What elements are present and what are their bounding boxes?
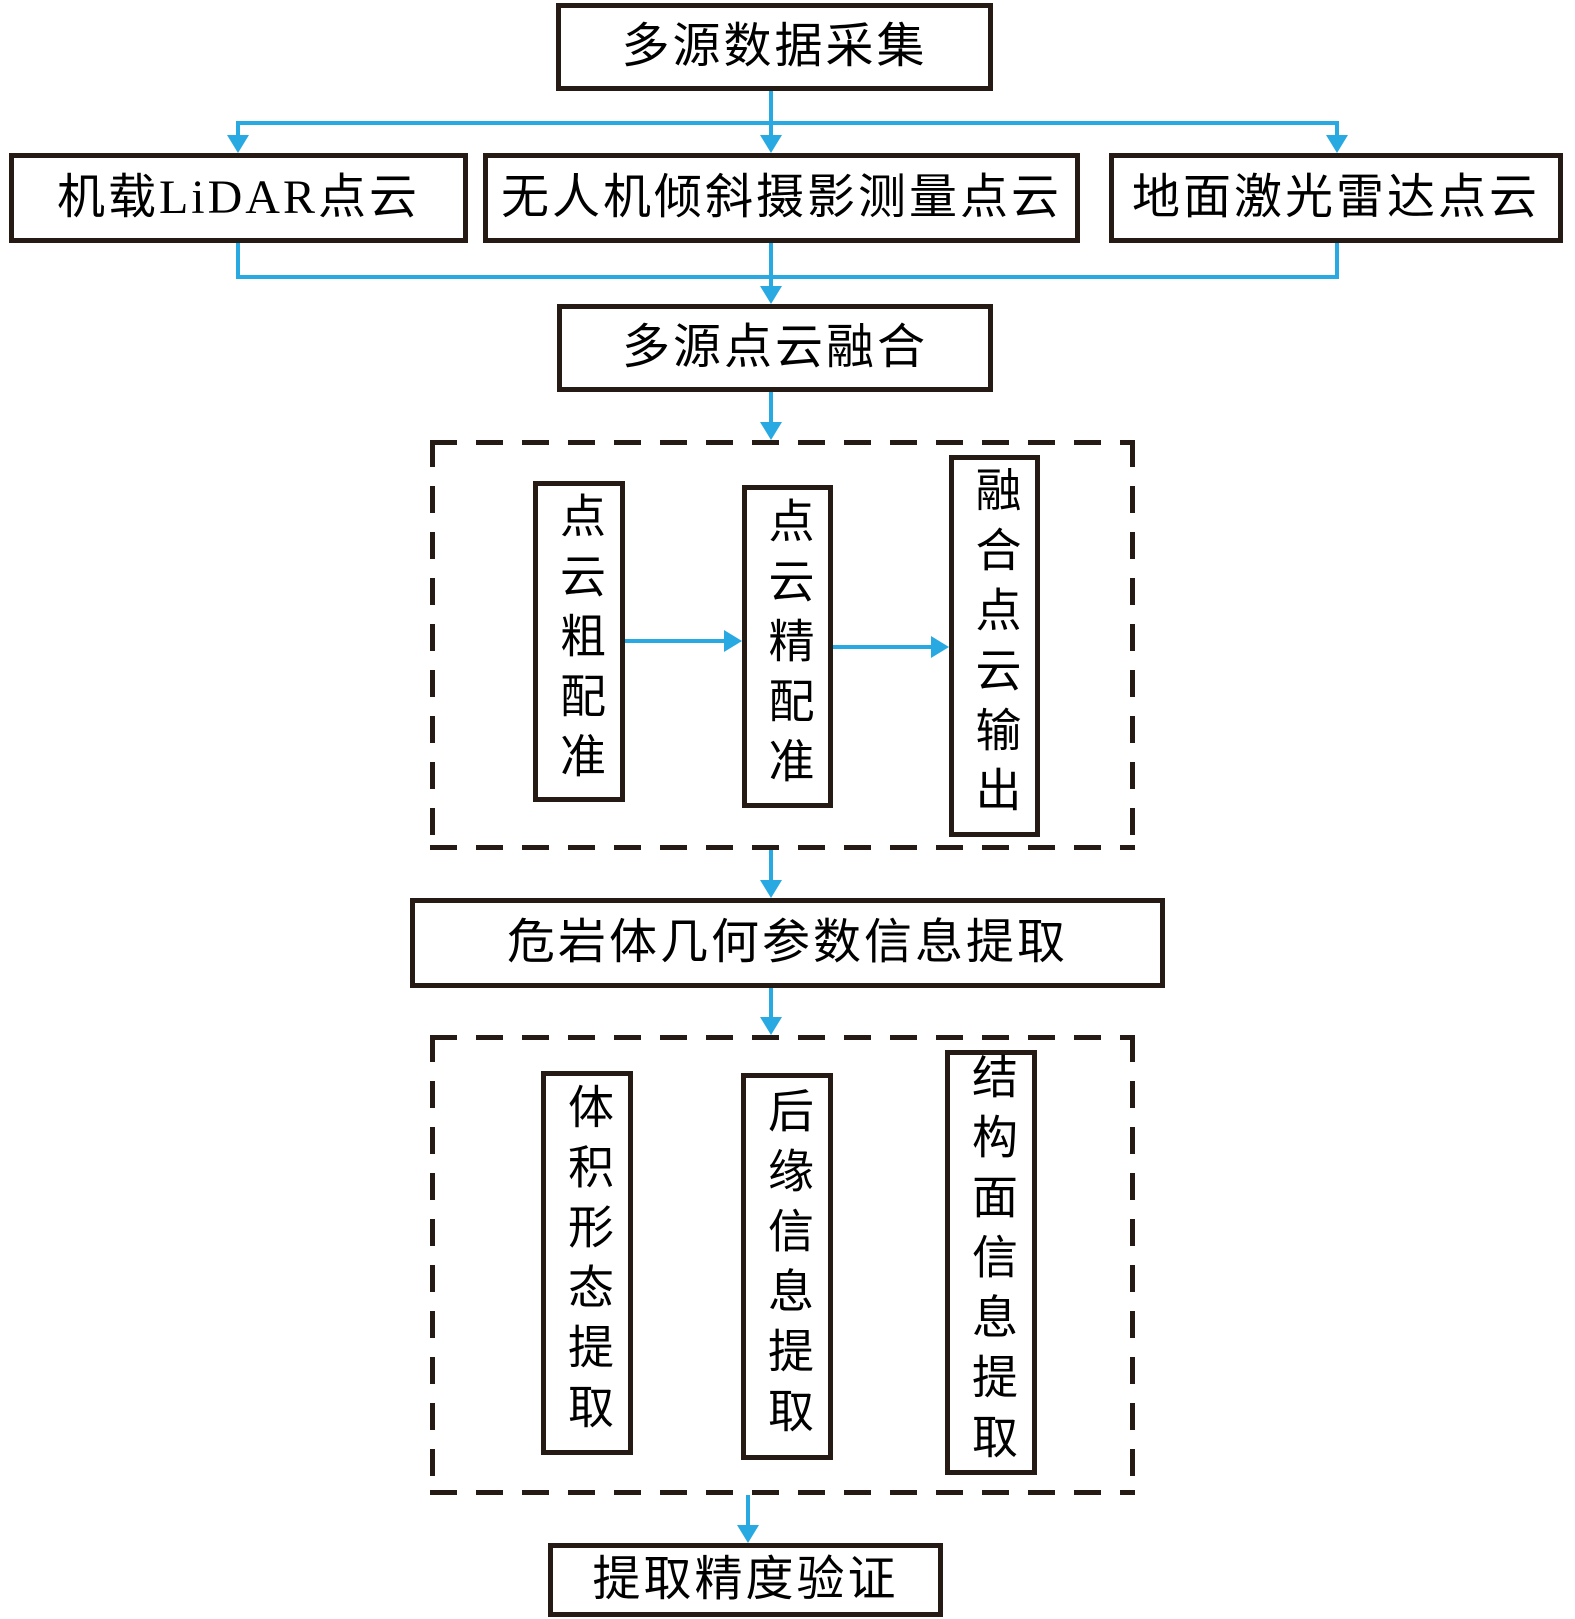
- arrowhead-to-uav-photogrammetry: [760, 135, 782, 153]
- node-geometric-parameter-extraction: 危岩体几何参数信息提取: [410, 898, 1165, 988]
- arrowhead-to-extraction-steps: [760, 1017, 782, 1035]
- node-volume-morphology-extraction: 体积形态提取: [541, 1071, 633, 1455]
- connector-coarse-to-fine: [625, 639, 726, 643]
- node-structural-plane-info-extraction: 结构面信息提取: [945, 1050, 1037, 1475]
- arrowhead-to-validation: [737, 1525, 759, 1543]
- connector-fine-to-output: [833, 645, 933, 649]
- node-fine-registration: 点云精配准: [742, 485, 833, 808]
- node-label: 结构面信息提取: [966, 1052, 1017, 1473]
- arrowhead-to-fusion: [760, 286, 782, 304]
- node-multi-source-data-collection: 多源数据采集: [556, 3, 993, 91]
- node-label: 提取精度验证: [592, 1553, 899, 1606]
- node-label: 融合点云输出: [969, 466, 1021, 826]
- node-label: 点云精配准: [762, 496, 814, 797]
- arrowhead-to-extraction: [760, 880, 782, 898]
- arrowhead-to-fusion-steps: [760, 422, 782, 440]
- node-terrestrial-laser-point-cloud: 地面激光雷达点云: [1109, 153, 1563, 243]
- connector-top-stem: [769, 91, 773, 139]
- arrowhead-to-terrestrial-laser: [1326, 135, 1348, 153]
- node-label: 无人机倾斜摄影测量点云: [500, 171, 1062, 224]
- connector-gather-right-stem: [1335, 243, 1339, 279]
- node-label: 点云粗配准: [554, 491, 605, 792]
- node-rear-edge-info-extraction: 后缘信息提取: [741, 1073, 833, 1460]
- node-airborne-lidar-point-cloud: 机载LiDAR点云: [9, 153, 468, 243]
- arrowhead-to-fused-output: [931, 636, 949, 658]
- connector-gather-center-stem: [769, 243, 773, 288]
- node-coarse-registration: 点云粗配准: [533, 481, 625, 802]
- connector-extraction-to-substeps: [769, 988, 773, 1019]
- node-label: 地面激光雷达点云: [1131, 171, 1540, 224]
- connector-steps-to-extraction: [769, 850, 773, 882]
- node-multi-source-point-cloud-fusion: 多源点云融合: [557, 304, 993, 392]
- node-label: 机载LiDAR点云: [56, 171, 420, 224]
- connector-branch-right-stem: [1335, 121, 1339, 139]
- node-label: 后缘信息提取: [762, 1086, 813, 1447]
- connector-branch-left-stem: [236, 121, 240, 139]
- connector-fusion-to-steps: [769, 392, 773, 424]
- node-label: 体积形态提取: [562, 1083, 613, 1443]
- arrowhead-to-airborne-lidar: [227, 135, 249, 153]
- node-label: 多源点云融合: [621, 321, 928, 374]
- connector-substeps-to-validation: [746, 1495, 750, 1527]
- node-label: 多源数据采集: [621, 20, 928, 73]
- node-uav-oblique-photogrammetry-point-cloud: 无人机倾斜摄影测量点云: [483, 153, 1080, 243]
- node-extraction-accuracy-validation: 提取精度验证: [548, 1543, 943, 1617]
- arrowhead-to-fine-registration: [724, 630, 742, 652]
- connector-gather-left-stem: [236, 243, 240, 279]
- node-fused-point-cloud-output: 融合点云输出: [949, 455, 1040, 837]
- node-label: 危岩体几何参数信息提取: [506, 916, 1068, 969]
- connector-gather-horizontal: [236, 275, 1339, 279]
- connector-top-branch-horizontal: [236, 121, 1339, 125]
